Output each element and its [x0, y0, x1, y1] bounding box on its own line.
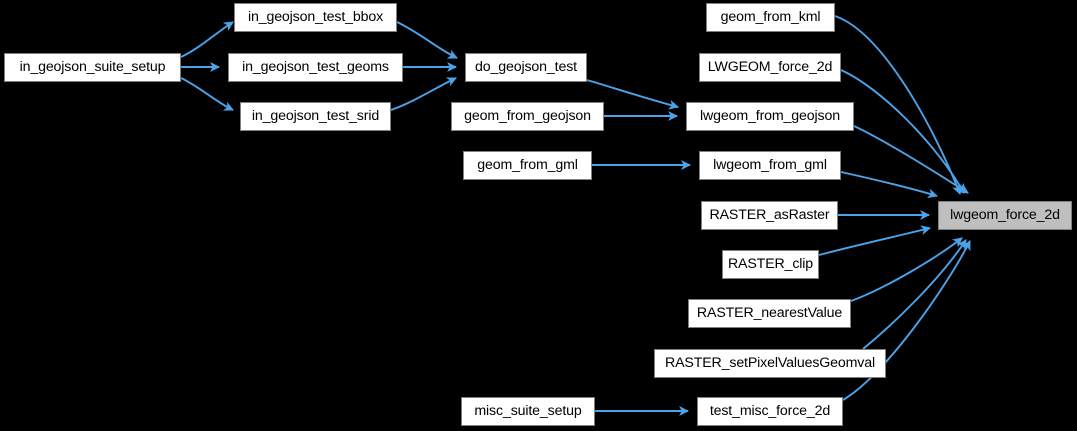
graph-node-label: RASTER_asRaster — [709, 206, 830, 223]
graph-node-lwgeom_from_geojson[interactable]: lwgeom_from_geojson — [686, 102, 854, 131]
graph-node-in_geojson_test_srid[interactable]: in_geojson_test_srid — [240, 102, 391, 131]
graph-edge-in_geojson_test_bbox-to-do_geojson_test — [396, 21, 458, 59]
graph-node-label: geom_from_kml — [720, 8, 821, 25]
graph-node-RASTER_setPixelValuesGeomval[interactable]: RASTER_setPixelValuesGeomval — [654, 349, 886, 378]
graph-node-in_geojson_suite_setup[interactable]: in_geojson_suite_setup — [4, 53, 181, 82]
graph-node-label: misc_suite_setup — [474, 402, 582, 419]
graph-node-label: RASTER_setPixelValuesGeomval — [664, 354, 875, 371]
graph-node-label: lwgeom_from_gml — [713, 156, 827, 173]
graph-node-label: do_geojson_test — [475, 58, 577, 75]
graph-edge-RASTER_setPixelValuesGeomval-to-lwgeom_force_2d — [862, 239, 967, 350]
graph-node-label: lwgeom_force_2d — [950, 206, 1060, 223]
graph-node-in_geojson_test_bbox[interactable]: in_geojson_test_bbox — [234, 3, 397, 32]
graph-node-geom_from_kml[interactable]: geom_from_kml — [706, 3, 835, 32]
graph-node-label: lwgeom_from_geojson — [700, 107, 840, 124]
graph-node-label: geom_from_geojson — [464, 107, 591, 124]
graph-edge-RASTER_nearestValue-to-lwgeom_force_2d — [850, 237, 963, 302]
graph-node-label: RASTER_clip — [727, 255, 814, 272]
graph-node-geom_from_geojson[interactable]: geom_from_geojson — [451, 102, 604, 131]
graph-node-RASTER_nearestValue[interactable]: RASTER_nearestValue — [688, 299, 851, 328]
graph-node-RASTER_asRaster[interactable]: RASTER_asRaster — [701, 201, 838, 230]
graph-node-label: in_geojson_test_bbox — [247, 8, 384, 25]
graph-edge-lwgeom_from_geojson-to-lwgeom_force_2d — [853, 125, 969, 194]
graph-node-lwgeom_from_gml[interactable]: lwgeom_from_gml — [699, 151, 841, 180]
graph-node-label: in_geojson_test_srid — [251, 107, 380, 124]
graph-node-label: test_misc_force_2d — [709, 402, 831, 419]
graph-edge-lwgeom_from_gml-to-lwgeom_force_2d — [840, 171, 938, 199]
graph-node-label: in_geojson_test_geoms — [242, 58, 389, 75]
graph-node-misc_suite_setup[interactable]: misc_suite_setup — [461, 397, 595, 426]
graph-node-in_geojson_test_geoms[interactable]: in_geojson_test_geoms — [228, 53, 403, 82]
graph-node-label: LWGEOM_force_2d — [707, 58, 833, 75]
graph-node-RASTER_clip[interactable]: RASTER_clip — [722, 250, 819, 279]
graph-node-lwgeom_force_2d[interactable]: lwgeom_force_2d — [938, 201, 1072, 230]
graph-edge-in_geojson_suite_setup-to-in_geojson_test_srid — [180, 77, 234, 111]
graph-edge-in_geojson_suite_setup-to-in_geojson_test_bbox — [180, 21, 234, 58]
graph-node-label: in_geojson_suite_setup — [19, 58, 166, 75]
graph-node-do_geojson_test[interactable]: do_geojson_test — [465, 53, 587, 82]
graph-node-test_misc_force_2d[interactable]: test_misc_force_2d — [697, 397, 843, 426]
graph-node-label: geom_from_gml — [477, 156, 578, 173]
graph-edge-in_geojson_test_srid-to-do_geojson_test — [390, 77, 457, 111]
graph-edge-LWGEOM_force_2d-to-lwgeom_force_2d — [840, 69, 965, 194]
graph-node-label: RASTER_nearestValue — [696, 304, 843, 321]
graph-node-geom_from_gml[interactable]: geom_from_gml — [463, 151, 592, 180]
graph-edge-RASTER_clip-to-lwgeom_force_2d — [818, 225, 931, 256]
graph-node-LWGEOM_force_2d[interactable]: LWGEOM_force_2d — [699, 53, 841, 82]
